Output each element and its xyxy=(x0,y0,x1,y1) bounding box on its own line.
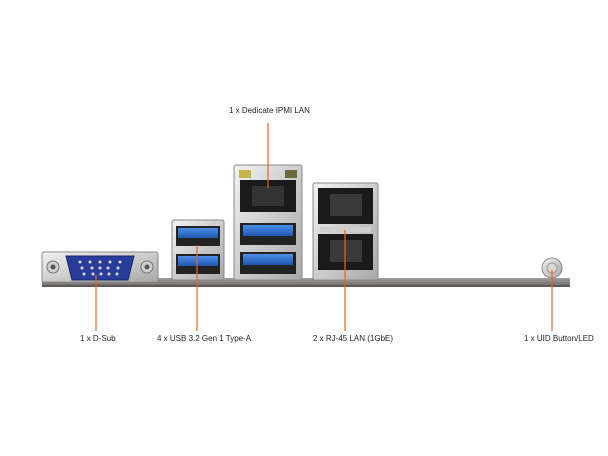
uid-button xyxy=(541,257,563,279)
dsub-connector xyxy=(41,251,159,283)
ipmi-usb-stack xyxy=(233,164,303,281)
label-dsub: 1 x D-Sub xyxy=(80,334,116,343)
label-uid-button: 1 x UID Button/LED xyxy=(524,334,594,343)
label-ipmi-lan: 1 x Dedicate IPMI LAN xyxy=(229,106,310,115)
usb-stack-left xyxy=(171,219,225,281)
label-rj45-lan: 2 x RJ-45 LAN (1GbE) xyxy=(313,334,394,343)
label-usb: 4 x USB 3.2 Gen 1 Type-A xyxy=(157,334,252,343)
callout-lines xyxy=(95,123,553,331)
io-backplate xyxy=(42,278,570,286)
